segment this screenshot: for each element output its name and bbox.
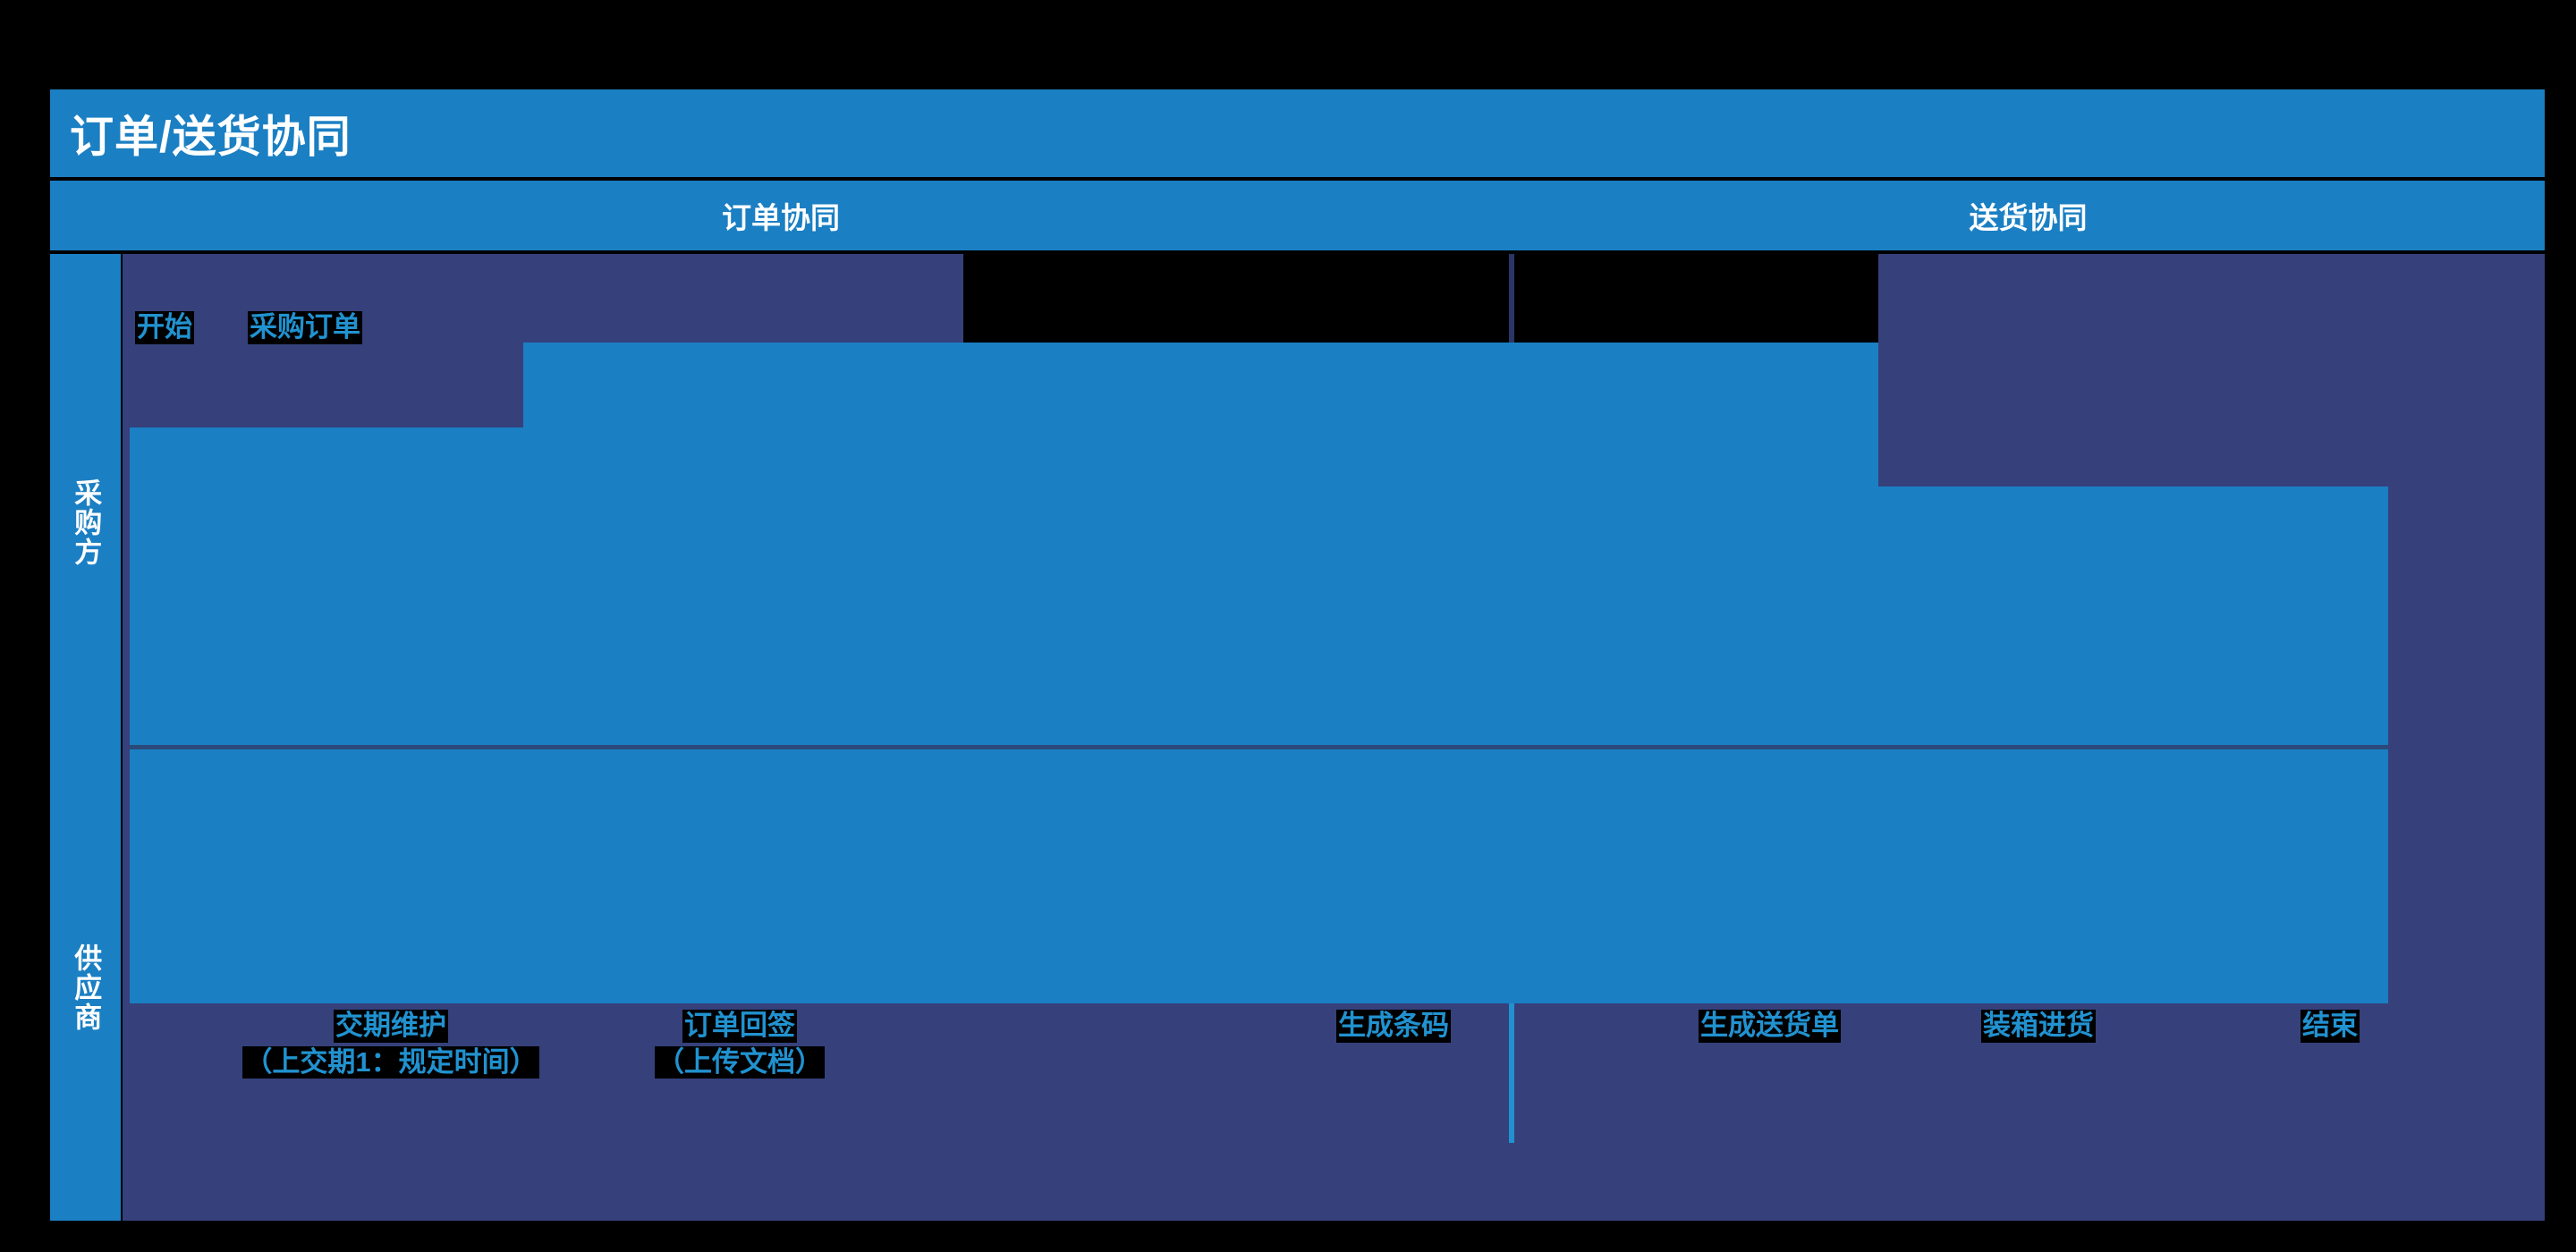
node-purchase-order[interactable]: 采购订单 [248,311,362,344]
masked-region-upper-right [1514,254,1878,343]
masked-region-upper-left [963,254,1512,343]
node-order-signback-label: 订单回签 [682,1010,797,1043]
phase-label: 送货协同 [1969,201,2088,234]
node-start[interactable]: 开始 [135,311,194,344]
phase-order-collaboration[interactable]: 订单协同 [50,181,1512,250]
connector-line-barcode [1509,1003,1514,1143]
title-bar: 订单/送货协同 [50,89,2545,177]
node-delivery-date[interactable]: 交期维护 （上交期1：规定时间） [194,1010,588,1079]
swimlane-rail: 采购方 供应商 [50,254,121,1221]
flow-band-order-row [523,343,1878,427]
mask-divider-line [1509,254,1514,343]
node-start-label: 开始 [135,311,194,344]
lane-divider-line [130,745,2388,749]
swimlane-label-supplier: 供应商 [70,943,102,1032]
node-delivery-note-label: 生成送货单 [1699,1010,1841,1043]
node-delivery-date-label: 交期维护 [334,1010,448,1043]
node-end[interactable]: 结束 [2301,1010,2360,1043]
swimlane-label-buyer: 采购方 [70,478,102,567]
node-end-label: 结束 [2301,1010,2360,1043]
node-delivery-date-sublabel: （上交期1：规定时间） [242,1045,539,1079]
node-generate-barcode[interactable]: 生成条码 [1336,1010,1451,1043]
phase-label: 订单协同 [722,201,840,234]
node-order-signback-sublabel: （上传文档） [655,1045,825,1079]
node-purchase-order-label: 采购订单 [248,311,362,344]
node-delivery-note[interactable]: 生成送货单 [1699,1010,1841,1043]
page-title: 订单/送货协同 [70,113,352,162]
node-generate-barcode-label: 生成条码 [1336,1010,1451,1043]
phase-header-row: 订单协同 送货协同 [50,181,2545,250]
phase-delivery-collaboration[interactable]: 送货协同 [1512,181,2545,250]
node-order-signback[interactable]: 订单回签 （上传文档） [588,1010,892,1079]
node-packing-inbound-label: 装箱进货 [1981,1010,2096,1043]
diagram-body: 开始 采购订单 交期维护 （上交期1：规定时间） 订单回签 （上传文档） 生成条… [123,254,2545,1221]
node-packing-inbound[interactable]: 装箱进货 [1981,1010,2096,1043]
